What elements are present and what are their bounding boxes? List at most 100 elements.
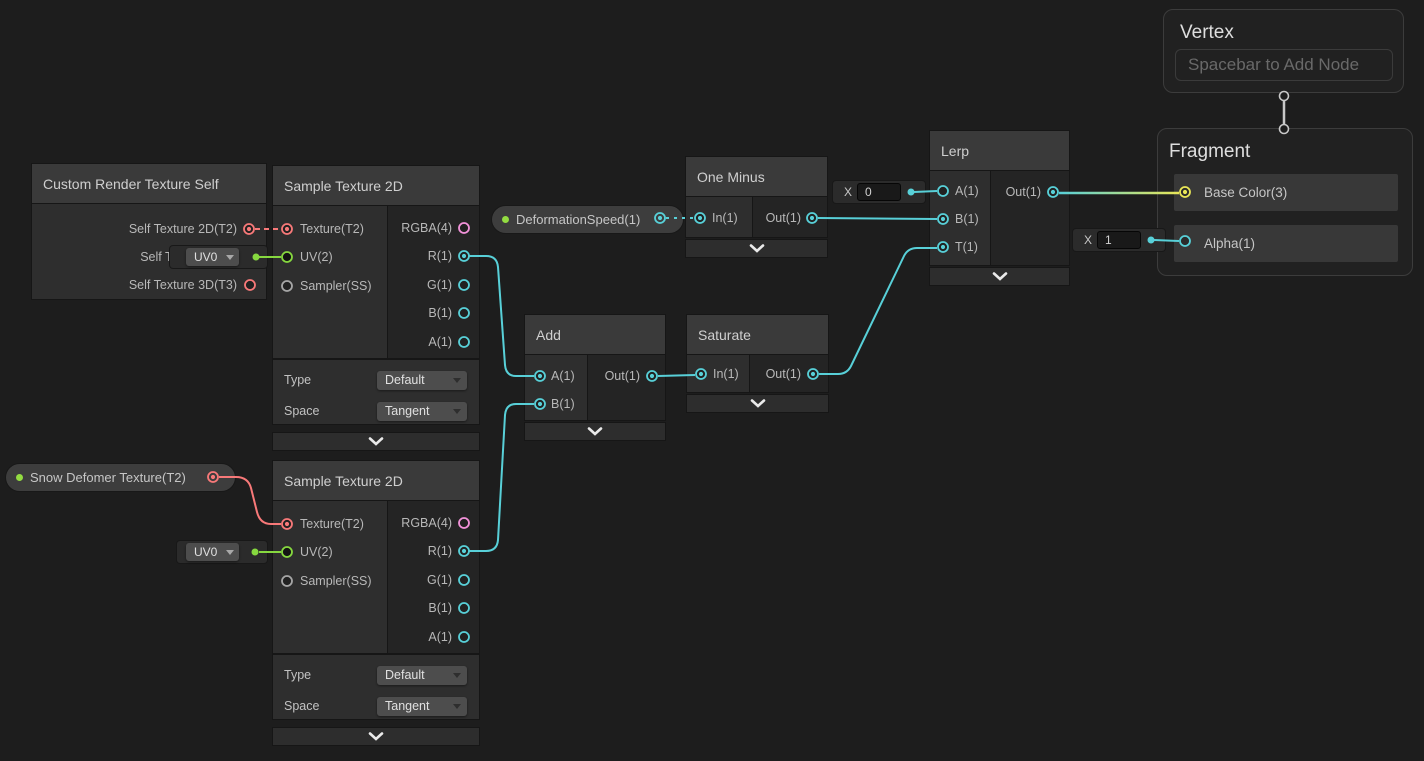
output-section <box>588 355 665 420</box>
node-vertex-context[interactable]: Vertex Spacebar to Add Node <box>1163 9 1404 93</box>
type-value: Default <box>385 668 425 682</box>
dropdown-arrow-icon <box>453 704 461 709</box>
type-label: Type <box>284 668 312 682</box>
input-label-in: In(1) <box>712 211 738 225</box>
uv-channel-value: UV0 <box>194 545 218 559</box>
output-label-out: Out(1) <box>765 367 801 381</box>
chevron-down-icon <box>749 244 764 253</box>
dropdown-arrow-icon <box>453 409 461 414</box>
type-dropdown[interactable]: Default <box>377 666 467 685</box>
space-value: Tangent <box>385 699 430 713</box>
space-dropdown[interactable]: Tangent <box>377 697 467 716</box>
input-label-sampler: Sampler(SS) <box>300 574 372 588</box>
x-component-label: X <box>1084 233 1093 247</box>
dropdown-arrow-icon <box>226 550 234 555</box>
collapse-button[interactable] <box>273 433 479 450</box>
node-title: Sample Texture 2D <box>273 166 479 206</box>
type-dropdown[interactable]: Default <box>377 371 467 390</box>
x-value-input[interactable]: 0 <box>857 183 901 201</box>
slot-base-color[interactable]: Base Color(3) <box>1174 174 1398 211</box>
input-label-texture: Texture(T2) <box>300 222 364 236</box>
output-label-out: Out(1) <box>1005 185 1041 199</box>
uv-channel-widget-1: UV0 <box>170 246 267 268</box>
space-value: Tangent <box>385 404 430 418</box>
x-component-label: X <box>844 185 853 199</box>
type-value: Default <box>385 373 425 387</box>
input-label-a: A(1) <box>551 369 575 383</box>
output-label-a: A(1) <box>428 335 452 349</box>
output-label-rgba: RGBA(4) <box>401 221 452 235</box>
spacebar-add-node-hint[interactable]: Spacebar to Add Node <box>1175 49 1393 81</box>
property-node-deformation-speed[interactable]: DeformationSpeed(1) <box>492 206 683 233</box>
node-custom-render-texture-self[interactable]: Custom Render Texture Self Self Texture … <box>32 164 266 299</box>
input-label-b: B(1) <box>955 212 979 226</box>
x-value-input[interactable]: 1 <box>1097 231 1141 249</box>
output-label-out: Out(1) <box>765 211 801 225</box>
collapse-button[interactable] <box>273 728 479 745</box>
context-title: Vertex <box>1180 22 1234 43</box>
space-label: Space <box>284 699 320 713</box>
input-label-in: In(1) <box>713 367 739 381</box>
property-node-snow-deformer-texture[interactable]: Snow Defomer Texture(T2) <box>6 464 235 491</box>
property-dot-icon <box>16 474 23 481</box>
chevron-down-icon <box>587 427 603 436</box>
uv-channel-dropdown[interactable]: UV0 <box>186 248 239 266</box>
node-title: One Minus <box>686 157 827 197</box>
chevron-down-icon <box>992 272 1007 281</box>
collapse-button[interactable] <box>686 240 827 257</box>
dropdown-arrow-icon <box>453 378 461 383</box>
collapse-button[interactable] <box>525 423 665 440</box>
node-one-minus[interactable]: One Minus In(1) Out(1) <box>686 157 827 257</box>
node-title: Sample Texture 2D <box>273 461 479 501</box>
property-dot-icon <box>502 216 509 223</box>
input-label-uv: UV(2) <box>300 545 333 559</box>
node-title: Saturate <box>687 315 828 355</box>
output-label-g: G(1) <box>427 278 452 292</box>
node-title: Custom Render Texture Self <box>32 164 266 204</box>
output-label-a: A(1) <box>428 630 452 644</box>
input-label-texture: Texture(T2) <box>300 517 364 531</box>
chevron-down-icon <box>368 437 384 446</box>
node-lerp[interactable]: Lerp A(1) B(1) T(1) Out(1) <box>930 131 1069 285</box>
context-title: Fragment <box>1169 141 1251 162</box>
chevron-down-icon <box>750 399 765 408</box>
uv-channel-widget-2: UV0 <box>177 541 267 563</box>
collapse-button[interactable] <box>687 395 828 412</box>
wire-oneminus-to-lerp-b[interactable] <box>817 217 938 220</box>
property-label: Snow Defomer Texture(T2) <box>30 470 186 485</box>
output-label-b: B(1) <box>428 601 452 615</box>
node-title: Add <box>525 315 665 355</box>
space-dropdown[interactable]: Tangent <box>377 402 467 421</box>
alpha-default-widget: X 1 <box>1073 229 1165 251</box>
output-label-out: Out(1) <box>604 369 640 383</box>
node-sample-texture-2d-2[interactable]: Sample Texture 2D Texture(T2) UV(2) Samp… <box>273 461 479 745</box>
input-label-uv: UV(2) <box>300 250 333 264</box>
input-label-t: T(1) <box>955 240 978 254</box>
space-label: Space <box>284 404 320 418</box>
input-label-b: B(1) <box>551 397 575 411</box>
uv-channel-dropdown[interactable]: UV0 <box>186 543 239 561</box>
output-label-r: R(1) <box>427 249 452 263</box>
input-label-sampler: Sampler(SS) <box>300 279 372 293</box>
node-add[interactable]: Add A(1) B(1) Out(1) <box>525 315 665 440</box>
lerp-a-default-widget: X 0 <box>833 181 925 203</box>
input-label-a: A(1) <box>955 184 979 198</box>
slot-alpha[interactable]: Alpha(1) <box>1174 225 1398 262</box>
output-label-r: R(1) <box>427 544 452 558</box>
dropdown-arrow-icon <box>226 255 234 260</box>
output-label-self-texture-2d: Self Texture 2D(T2) <box>128 222 237 236</box>
node-title: Lerp <box>930 131 1069 171</box>
output-label-b: B(1) <box>428 306 452 320</box>
type-label: Type <box>284 373 312 387</box>
property-label: DeformationSpeed(1) <box>516 212 641 227</box>
output-label-g: G(1) <box>427 573 452 587</box>
output-label-rgba: RGBA(4) <box>401 516 452 530</box>
wire-saturate-to-lerp-t[interactable] <box>819 247 937 375</box>
node-fragment-context[interactable]: Fragment Base Color(3) Alpha(1) <box>1157 128 1413 276</box>
dropdown-arrow-icon <box>453 673 461 678</box>
collapse-button[interactable] <box>930 268 1069 285</box>
uv-channel-value: UV0 <box>194 250 218 264</box>
node-saturate[interactable]: Saturate In(1) Out(1) <box>687 315 828 412</box>
node-sample-texture-2d-1[interactable]: Sample Texture 2D Texture(T2) UV(2) Samp… <box>273 166 479 450</box>
